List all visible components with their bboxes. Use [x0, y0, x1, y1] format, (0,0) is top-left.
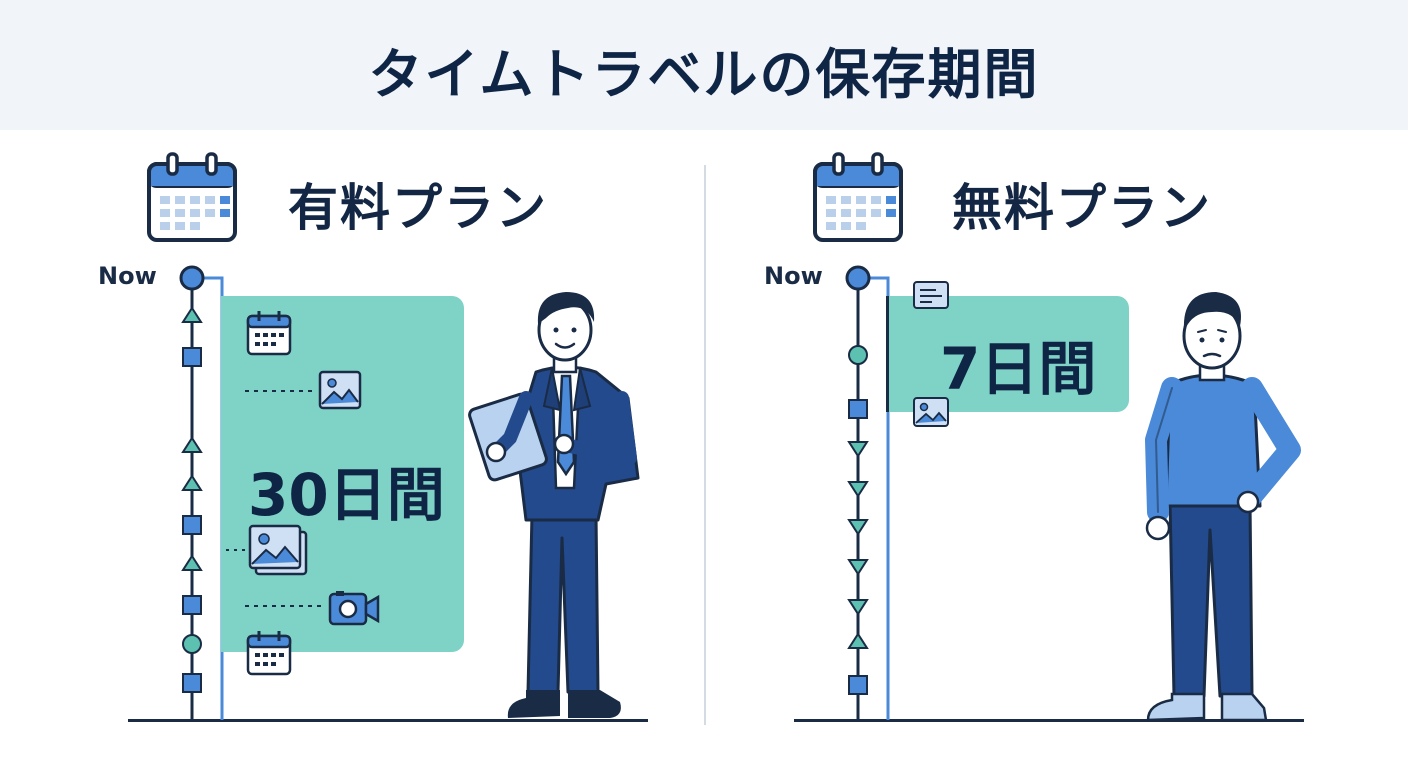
dotted-connector [245, 596, 323, 616]
casual-man-illustration [1140, 290, 1310, 724]
dotted-connector [226, 540, 250, 560]
dotted-connector [245, 368, 315, 414]
image-icon [318, 370, 362, 410]
businessman-with-tablet-illustration [468, 288, 650, 724]
video-camera-icon [328, 590, 380, 628]
paid-period-label: 30日間 [248, 461, 445, 529]
free-timeline [826, 262, 906, 722]
header-band [0, 0, 1408, 130]
calendar-icon [246, 310, 292, 356]
image-icon [912, 396, 950, 428]
image-icon [248, 524, 308, 576]
calendar-icon [812, 152, 904, 244]
free-period-label: 7日間 [940, 335, 1097, 403]
calendar-icon [146, 152, 238, 244]
paid-now-label: Now [98, 262, 157, 290]
free-ground-line [794, 719, 1304, 722]
free-plan-title: 無料プラン [952, 179, 1212, 237]
free-retention-panel [889, 296, 1129, 412]
paid-plan-title: 有料プラン [288, 179, 548, 237]
paid-ground-line [128, 719, 648, 722]
note-icon [912, 280, 950, 310]
calendar-icon [246, 630, 292, 676]
free-panel-edge [886, 296, 889, 412]
center-divider [704, 165, 706, 725]
free-now-label: Now [764, 262, 823, 290]
page-title: タイムトラベルの保存期間 [368, 43, 1040, 106]
